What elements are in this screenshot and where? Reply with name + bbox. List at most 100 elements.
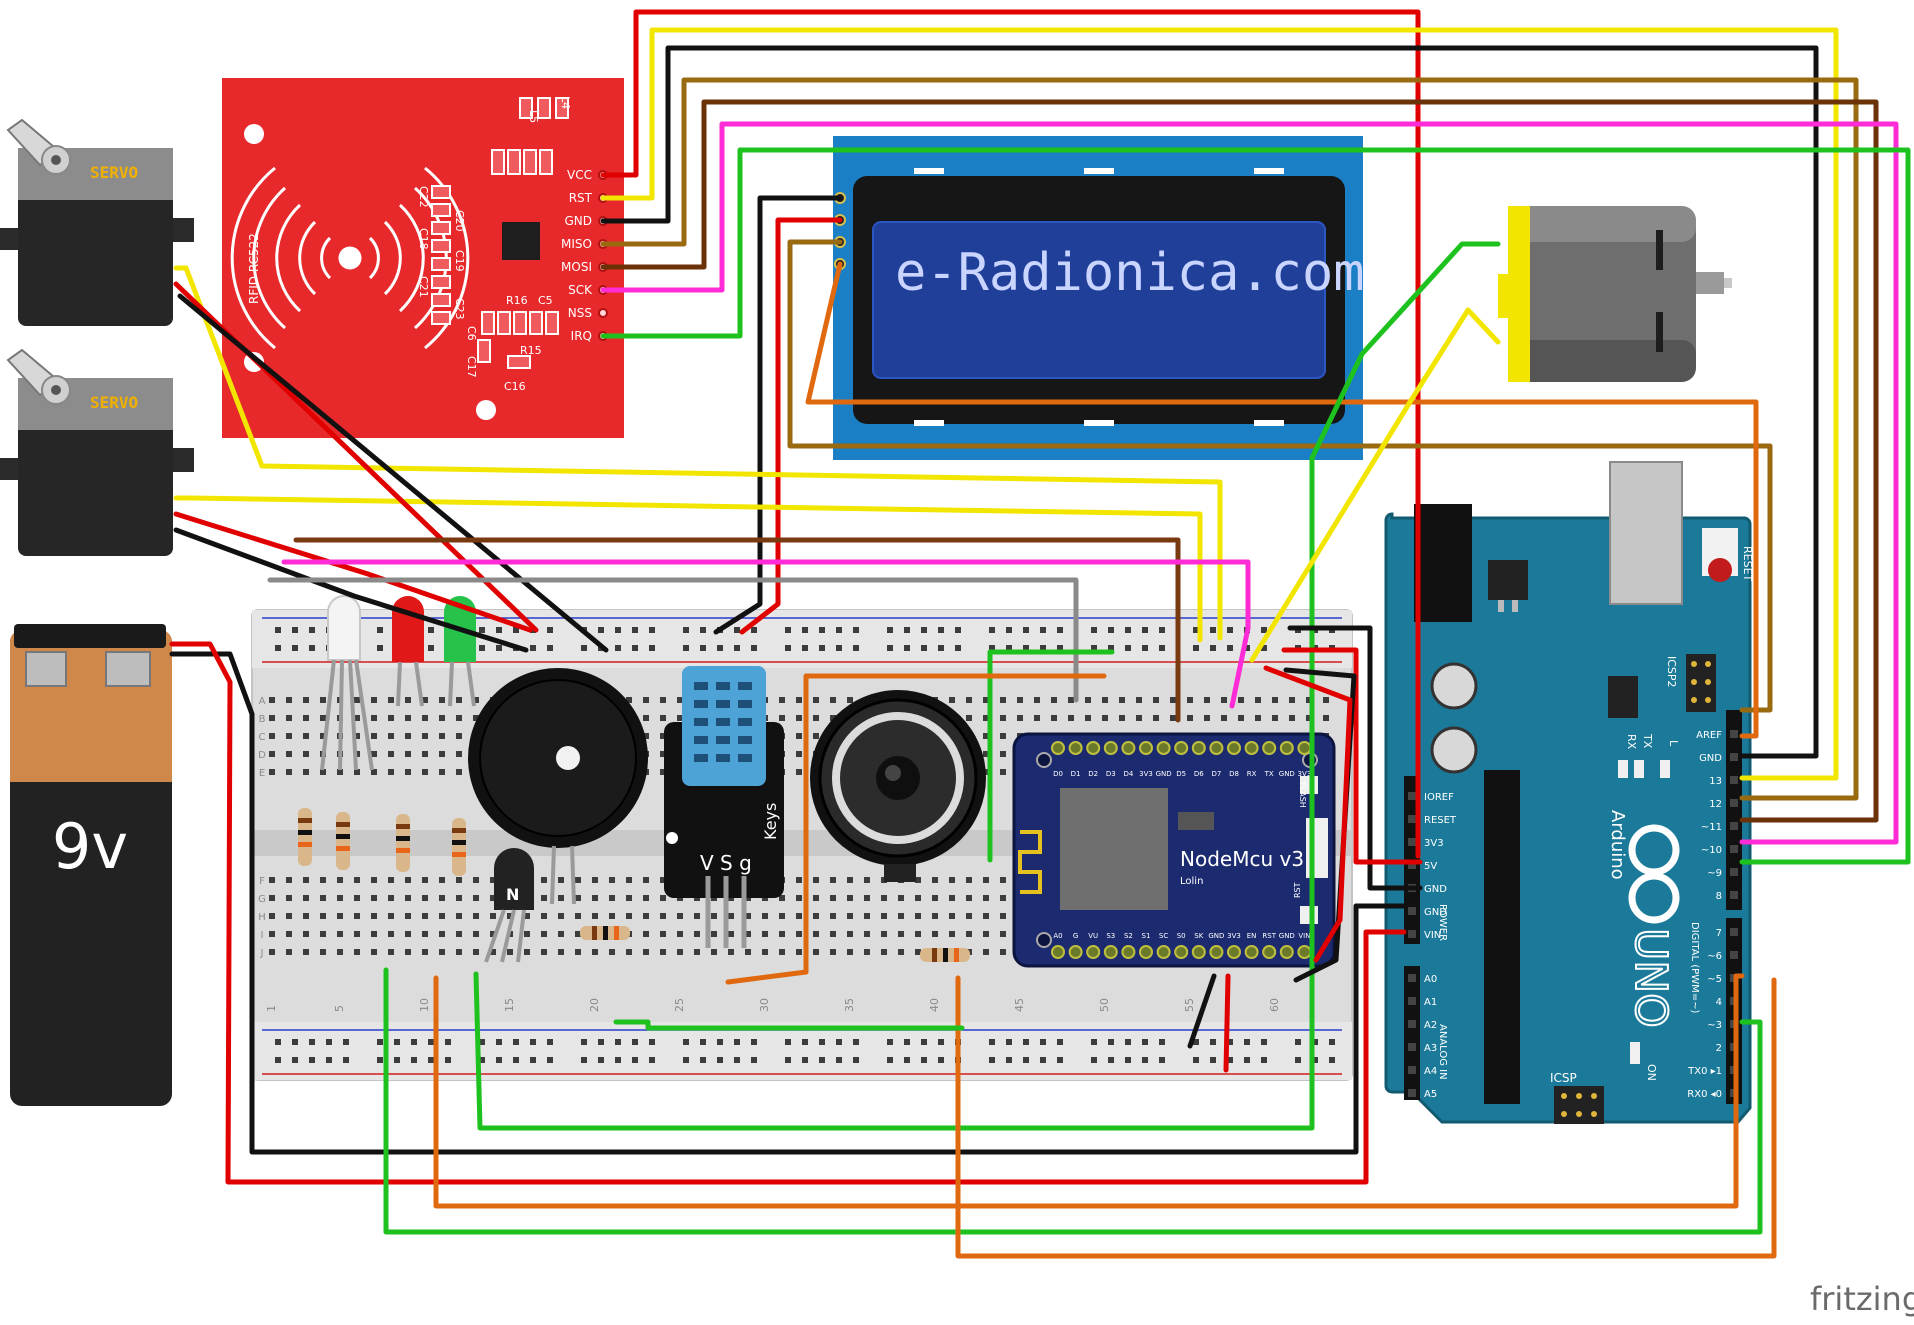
breadboard-hole	[796, 769, 802, 775]
breadboard-hole	[983, 895, 989, 901]
nodemcu-bottom-pin-label: S1	[1142, 932, 1151, 940]
breadboard-hole	[847, 895, 853, 901]
breadboard-hole	[456, 715, 462, 721]
wire-nodemcu-red-1	[1281, 647, 1423, 865]
breadboard-hole	[303, 913, 309, 919]
breadboard-rail-hole	[836, 627, 842, 633]
arduino-pin	[1408, 861, 1416, 869]
breadboard-hole	[915, 949, 921, 955]
breadboard-hole	[813, 931, 819, 937]
breadboard-rail-hole	[989, 627, 995, 633]
nodemcu-pin	[1156, 741, 1171, 755]
breadboard-hole	[303, 751, 309, 757]
breadboard-hole	[388, 715, 394, 721]
breadboard-rail-hole	[530, 1039, 536, 1045]
breadboard-rail-hole	[496, 627, 502, 633]
breadboard-hole	[371, 895, 377, 901]
breadboard-rail-hole	[785, 1039, 791, 1045]
breadboard-hole	[388, 697, 394, 703]
breadboard-hole	[303, 697, 309, 703]
breadboard-rail-hole	[615, 1057, 621, 1063]
breadboard-rail-hole	[1244, 1039, 1250, 1045]
breadboard-hole	[1051, 715, 1057, 721]
breadboard-row-label: I	[261, 930, 264, 941]
breadboard-rail-hole	[1125, 645, 1131, 651]
breadboard-hole	[796, 895, 802, 901]
breadboard-rail-hole	[921, 645, 927, 651]
breadboard-hole	[371, 751, 377, 757]
nodemcu-bottom-pin-label: EN	[1247, 932, 1257, 940]
breadboard-rail-hole	[1244, 1057, 1250, 1063]
breadboard-hole	[422, 733, 428, 739]
breadboard-hole	[320, 697, 326, 703]
nodemcu-top-pin-label: GND	[1279, 770, 1295, 778]
bb-col-5: 5	[333, 1005, 346, 1012]
breadboard-rail-hole	[496, 1057, 502, 1063]
breadboard-hole	[422, 715, 428, 721]
breadboard-hole	[694, 949, 700, 955]
breadboard-hole	[320, 769, 326, 775]
breadboard-hole	[558, 931, 564, 937]
arduino-pin-label: 2	[1716, 1043, 1722, 1054]
breadboard-hole	[1051, 697, 1057, 703]
breadboard-rail-hole	[1125, 627, 1131, 633]
breadboard-rail-hole	[785, 645, 791, 651]
breadboard-hole	[694, 913, 700, 919]
breadboard-hole	[847, 913, 853, 919]
wire-lcd-red	[739, 217, 843, 635]
breadboard-row-label: A	[259, 696, 266, 707]
arduino-pin-label: A0	[1424, 974, 1437, 985]
breadboard-hole	[830, 715, 836, 721]
breadboard-hole	[677, 949, 683, 955]
rfid-label-c5: C5	[538, 294, 553, 307]
breadboard-rail-hole	[836, 1057, 842, 1063]
breadboard-hole	[490, 895, 496, 901]
breadboard-hole	[1306, 697, 1312, 703]
breadboard-hole	[286, 949, 292, 955]
arduino-pin	[1730, 845, 1738, 853]
breadboard-hole	[813, 913, 819, 919]
arduino-rx-label: RX	[1625, 734, 1638, 750]
nodemcu-pin	[1279, 741, 1294, 755]
breadboard-hole	[286, 715, 292, 721]
wire-rfid-gnd-black	[600, 45, 1819, 759]
breadboard-row-label: D	[258, 750, 266, 761]
wire-rfid-irq-green	[600, 147, 1911, 865]
breadboard-row-label: C	[259, 732, 266, 743]
arduino-pin-label: ~3	[1707, 1020, 1722, 1031]
breadboard-hole	[660, 895, 666, 901]
arduino-pin	[1408, 997, 1416, 1005]
rfid-pin-labels: VCC RST GND MISO MOSI SCK NSS IRQ	[561, 168, 593, 343]
wires	[169, 9, 1911, 1259]
breadboard-rail-hole	[513, 1057, 519, 1063]
breadboard-hole	[847, 931, 853, 937]
breadboard-hole	[354, 877, 360, 883]
breadboard-rail-hole	[530, 645, 536, 651]
breadboard-hole	[779, 895, 785, 901]
breadboard-row-label: E	[259, 768, 265, 779]
breadboard-rail-hole	[938, 1039, 944, 1045]
bb-col-15: 15	[503, 998, 516, 1012]
lcd-text: e-Radionica.com	[895, 243, 1365, 303]
breadboard-rail-hole	[819, 1039, 825, 1045]
arduino-pin	[1730, 868, 1738, 876]
breadboard-rail-hole	[836, 645, 842, 651]
nodemcu-pin	[1051, 741, 1065, 755]
breadboard-hole	[422, 949, 428, 955]
breadboard-hole	[439, 949, 445, 955]
breadboard-hole	[728, 949, 734, 955]
nodemcu-pin	[1156, 945, 1171, 959]
wire-bb-black-d	[1187, 973, 1217, 1049]
breadboard-rail-hole	[819, 627, 825, 633]
breadboard-rail-hole	[700, 645, 706, 651]
bb-col-55: 55	[1183, 998, 1196, 1012]
arduino-pin-label: 8	[1716, 891, 1722, 902]
breadboard-hole	[405, 877, 411, 883]
wire-orange-speaker	[725, 673, 1107, 985]
breadboard-row-label: J	[260, 948, 264, 959]
breadboard-hole	[439, 769, 445, 775]
arduino-pin-label: 4	[1716, 997, 1722, 1008]
breadboard-hole	[320, 895, 326, 901]
breadboard-rail-hole	[853, 1039, 859, 1045]
nodemcu-top-pin-label: RX	[1247, 770, 1257, 778]
